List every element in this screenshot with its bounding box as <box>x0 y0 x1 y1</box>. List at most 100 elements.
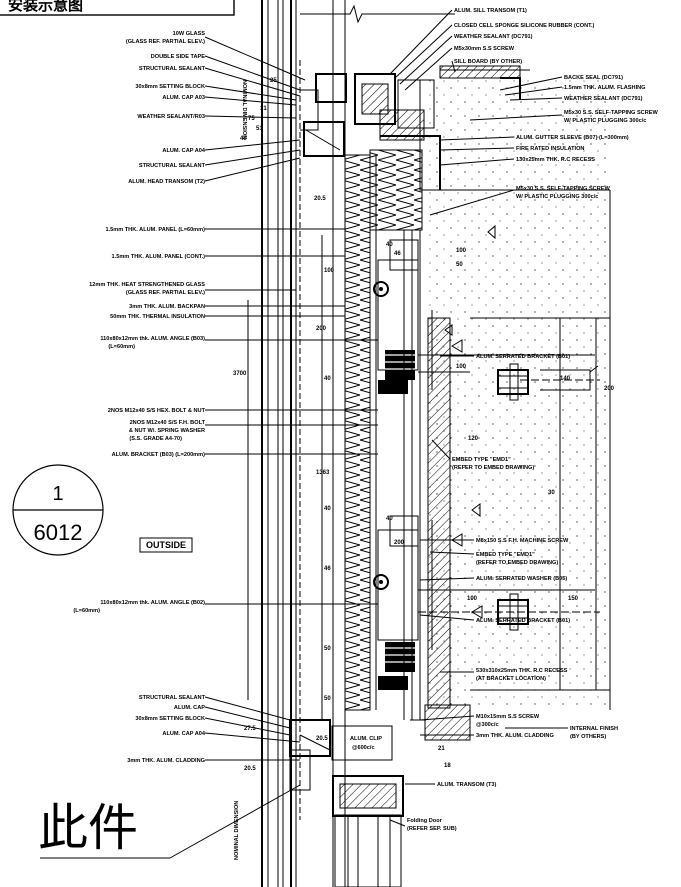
left-label: 3mm THK. ALUM. CLADDING <box>127 758 205 764</box>
left-label: (L=60mm) <box>73 608 100 614</box>
left-label: (L=60mm) <box>108 344 135 350</box>
dimension-text: 200 <box>316 326 327 332</box>
right-label: EMBED TYPE "EMD1" <box>476 552 535 558</box>
left-label: 3mm THK. ALUM. BACKPAN <box>129 304 205 310</box>
dimension-text: 40 <box>386 242 393 248</box>
dimension-text: 20.5 <box>314 196 326 202</box>
right-label: WEATHER SEALANT (DC791) <box>454 34 533 40</box>
mullion-lines <box>261 0 346 887</box>
bracket-lower <box>373 515 600 690</box>
dimension-text: 150 <box>568 596 579 602</box>
right-label: ALUM. SILL TRANSOM (T1) <box>454 8 527 14</box>
right-label: EMBED TYPE "EMD1" <box>452 457 511 463</box>
break-line <box>300 4 455 24</box>
left-label: (GLASS REF. PARTIAL ELEV.) <box>126 39 205 45</box>
left-label: ALUM. HEAD TRANSOM (T2) <box>128 179 205 185</box>
right-label: SILL BOARD (BY OTHER) <box>454 59 522 65</box>
dimension-text: 25 <box>270 78 277 84</box>
dimension-text-group: 100 100 40 46 40 200 40 46 40 200 100 13… <box>233 78 615 772</box>
outside-label: OUTSIDE <box>146 540 186 550</box>
dimension-text: 40 <box>240 136 247 142</box>
right-label: (REFER TO EMBED DRAWING) <box>476 560 558 566</box>
right-label: ALUM. TRANSOM (T3) <box>437 782 496 788</box>
left-label: STRUCTURAL SEALANT <box>139 695 206 701</box>
dimension-text: 40 <box>324 506 331 512</box>
bottom-transom <box>289 704 471 887</box>
left-label: 30x8mm SETTING BLOCK <box>135 716 205 722</box>
right-label: INTERNAL FINISH <box>570 726 618 732</box>
bracket-upper <box>373 239 600 401</box>
dimension-text: 50 <box>456 262 463 268</box>
left-label: ALUM. BRACKET (B03) (L=200mm) <box>112 452 206 458</box>
dimension-text: 200 <box>394 540 405 546</box>
right-label: W/ PLASTIC PLUGGING 300c/c <box>564 118 646 124</box>
right-label: ALUM. GUTTER SLEEVE (B07) (L=300mm) <box>516 135 629 141</box>
dimension-text: 51 <box>256 126 263 132</box>
dimension-text: 100 <box>456 248 467 254</box>
markers <box>444 224 599 619</box>
dimension-text: 20.5 <box>316 736 328 742</box>
thermal-insulation <box>344 149 423 711</box>
dimension-text: 18 <box>444 763 451 769</box>
left-leaders <box>40 36 378 859</box>
left-label: DOUBLE SIDE TAPE <box>151 54 206 60</box>
dimension-text: 100 <box>324 268 335 274</box>
left-label: 50mm THK. THERMAL INSULATION <box>110 314 205 320</box>
detail-number: 1 <box>52 483 63 505</box>
right-label: M5x30mm S.S SCREW <box>454 46 515 52</box>
right-label: (REFER TO EMBED DRAWING) <box>452 465 534 471</box>
dimension-text: 140 <box>560 376 571 382</box>
left-label: 110x80x12mm thk. ALUM. ANGLE (B03) <box>100 336 205 342</box>
right-leaders <box>389 9 568 827</box>
dimension-text: 100 <box>456 364 467 370</box>
right-label: (AT BRACKET LOCATION) <box>476 676 546 682</box>
right-label: 3mm THK. ALUM. CLADDING <box>476 733 554 739</box>
dimension-text: 50 <box>324 696 331 702</box>
left-label: (S.S. GRADE A4-70) <box>129 436 182 442</box>
left-label: STRUCTURAL SEALANT <box>139 163 206 169</box>
dimension-text: 30 <box>548 490 555 496</box>
dimension-text: 21 <box>438 746 445 752</box>
title-box: 安装示意图 <box>0 0 235 16</box>
right-label: CLOSED CELL SPONGE SILICONE RUBBER (CONT… <box>454 23 595 29</box>
right-label: 530x310x25mm THK. R.C RECESS <box>476 668 568 674</box>
left-label: ALUM. CAP A04 <box>162 731 205 737</box>
outside-tag: OUTSIDE <box>139 537 193 553</box>
title-text: 安装示意图 <box>8 0 83 14</box>
right-label: ALUM. SERRATED WASHER (B05) <box>476 576 567 582</box>
right-label: 130x25mm THK. R.C RECESS <box>516 157 595 163</box>
left-label: 2NOS M12x40 S/S HEX. BOLT & NUT <box>108 408 206 414</box>
right-label: M8x150 S.S F.H. MACHINE SCREW <box>476 538 569 544</box>
center-label: ALUM. CLIP <box>350 736 382 742</box>
left-label: ALUM. CAP A03 <box>162 95 205 101</box>
left-label: WEATHER SEALANT/R03 <box>137 114 205 120</box>
dimension-text: 50 <box>324 646 331 652</box>
dimension-text: 40 <box>386 516 393 522</box>
right-label: (REFER SEP. SUB) <box>407 826 457 832</box>
right-label: (BY OTHERS) <box>570 734 606 740</box>
center-label-group: ALUM. CLIP @600c/c <box>350 736 382 751</box>
dimension-text: 46 <box>324 566 331 572</box>
left-label: 110x80x12mm thk. ALUM. ANGLE (B02) <box>100 600 205 606</box>
right-label: 1.5mm THK. ALUM. FLASHING <box>564 85 646 91</box>
dimension-text: 100 <box>467 596 478 602</box>
center-label: @600c/c <box>352 745 375 751</box>
detail-reference-bubble: 1 6012 <box>12 464 104 556</box>
detail-sheet: 6012 <box>34 520 83 545</box>
dimension-text: 200 <box>604 386 615 392</box>
dimension-text: 27.5 <box>244 726 256 732</box>
dimension-text: 120 <box>468 436 479 442</box>
left-label: 30x8mm SETTING BLOCK <box>135 84 205 90</box>
inner-frames <box>403 230 421 720</box>
right-label: W/ PLASTIC PLUGGING 300c/c <box>516 194 598 200</box>
dimension-text: 75 <box>248 116 255 122</box>
dimension-text: 3700 <box>233 371 247 377</box>
right-label: @300c/c <box>476 722 499 728</box>
left-label-group: 10W GLASS (GLASS REF. PARTIAL ELEV.) DOU… <box>73 31 205 764</box>
part-label: 此件 <box>38 799 138 857</box>
left-label: ALUM. CAP <box>174 705 205 711</box>
right-label: WEATHER SEALANT (DC791) <box>564 96 643 102</box>
right-label: M10x15mm S.S SCREW <box>476 714 540 720</box>
dimension-text: 40 <box>324 376 331 382</box>
